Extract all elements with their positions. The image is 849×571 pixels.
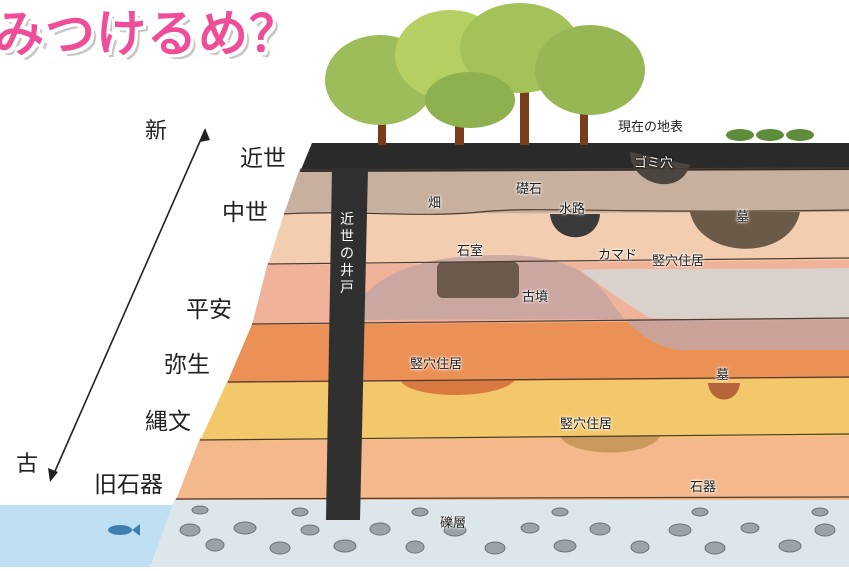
era-medieval: 中世 [222,200,268,226]
era-heian: 平安 [186,297,232,323]
era-paleolithic: 旧石器 [94,472,163,498]
well-shaft [326,168,368,520]
heian-dwelling-layer [580,268,849,320]
layer-paleolithic [176,432,849,500]
label-kofun: 古墳 [522,290,549,305]
label-grave-medieval: 墓 [736,210,750,225]
yayoi-dwelling-pit [400,380,515,395]
era-yayoi: 弥生 [164,352,210,378]
arrow-head-new [200,128,210,142]
label-pit-dwelling-jomon: 竪穴住居 [560,417,613,432]
arrow-head-old [48,468,58,482]
label-field: 畑 [428,196,442,211]
arrow-label-new: 新 [145,119,168,144]
label-kamado: カマド [598,248,638,263]
label-trash-pit: ゴミ穴 [634,156,674,171]
title: みつけるめ？ [0,5,300,63]
gravel-layer [150,498,849,567]
well-label: 近世の井戸 [340,212,354,296]
label-pit-dwelling-yayoi: 竪穴住居 [410,357,463,372]
label-grave-yayoi: 墓 [716,368,730,383]
layer-early-modern [284,168,849,214]
label-foundation: 礎石 [516,182,543,197]
gravel-pebbles [179,505,836,555]
label-surface: 現在の地表 [618,120,684,135]
yayoi-grave-pit [708,383,740,400]
label-stone-tools: 石器 [690,480,717,495]
fish [108,525,132,535]
trees [325,3,645,145]
label-gravel-layer: 礫層 [440,516,467,531]
plants [726,129,814,141]
jomon-dwelling-pit [560,436,660,453]
label-waterway: 水路 [559,202,586,217]
label-stone-chamber: 石室 [457,244,484,259]
medieval-grave-pit [690,212,800,249]
stone-chamber [437,262,519,298]
layer-jomon [200,376,849,441]
time-arrow-line [51,129,206,479]
era-early-modern: 近世 [240,146,286,172]
waterway [550,214,600,238]
era-jomon: 縄文 [145,409,191,435]
layer-topsoil [300,143,849,172]
label-pit-dwelling-heian: 竪穴住居 [652,254,705,269]
arrow-label-old: 古 [16,452,39,477]
